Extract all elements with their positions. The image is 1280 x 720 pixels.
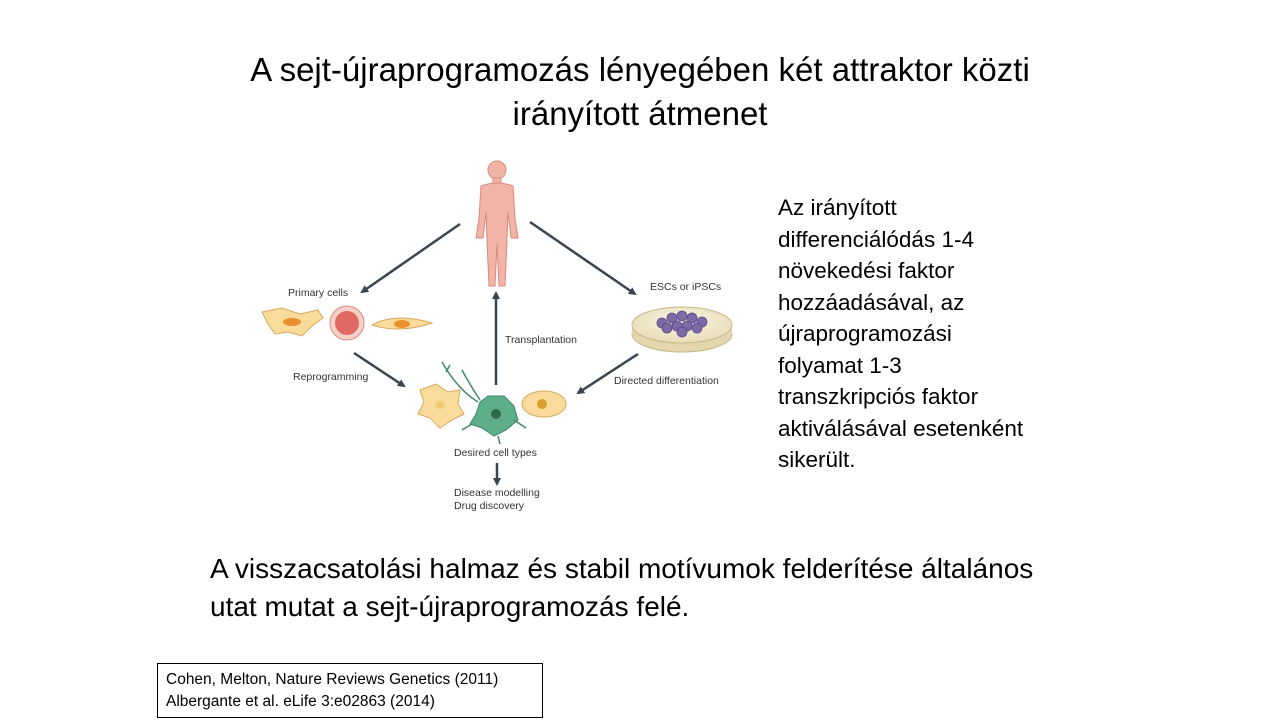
side-text-line: aktiválásával esetenként xyxy=(778,415,1024,441)
label-directed-differentiation: Directed differentiation xyxy=(614,375,719,387)
label-drug-discovery: Drug discovery xyxy=(454,500,525,512)
arrow-human-to-primary xyxy=(360,222,461,294)
title-line-1: A sejt-újraprogramozás lényegében két at… xyxy=(250,51,1030,88)
label-transplantation: Transplantation xyxy=(505,334,577,346)
label-escs: ESCs or iPSCs xyxy=(650,281,721,293)
references-box: Cohen, Melton, Nature Reviews Genetics (… xyxy=(157,663,543,718)
label-desired-cell-types: Desired cell types xyxy=(454,447,537,459)
side-text-line: folyamat 1-3 xyxy=(778,352,902,378)
reference-2: Albergante et al. eLife 3:e02863 (2014) xyxy=(166,693,435,710)
side-text-line: Az irányított xyxy=(778,195,897,220)
slide-title: A sejt-újraprogramozás lényegében két at… xyxy=(200,48,1080,136)
label-primary-cells: Primary cells xyxy=(288,287,348,299)
title-line-2: irányított átmenet xyxy=(512,95,768,132)
bottom-line-2: utat mutat a sejt-újraprogramozás felé. xyxy=(210,591,690,622)
arrow-reprogramming xyxy=(353,351,406,388)
side-text-line: hozzáadásával, az xyxy=(778,289,965,315)
side-text-line: differenciálódás 1-4 xyxy=(778,226,974,252)
primary-cells-icon xyxy=(261,305,434,341)
desired-cells-icon xyxy=(417,361,567,445)
side-text-line: újraprogramozási xyxy=(778,321,952,346)
side-text-line: sikerült. xyxy=(778,447,856,472)
arrow-directed-differentiation xyxy=(576,352,639,395)
label-disease-modelling: Disease modelling xyxy=(454,487,540,499)
bottom-line-1: A visszacsatolási halmaz és stabil motív… xyxy=(210,553,1034,584)
arrow-human-to-escs xyxy=(529,220,637,296)
label-reprogramming: Reprogramming xyxy=(293,371,368,383)
human-body-icon xyxy=(475,160,519,287)
side-text-line: növekedési faktor xyxy=(778,258,955,283)
bottom-statement: A visszacsatolási halmaz és stabil motív… xyxy=(210,550,1110,626)
side-text-line: transzkripciós faktor xyxy=(778,384,979,409)
reference-1: Cohen, Melton, Nature Reviews Genetics (… xyxy=(166,671,499,688)
side-text-block: Az irányított differenciálódás 1-4 növek… xyxy=(778,192,1078,476)
escs-dish-icon xyxy=(631,306,733,353)
